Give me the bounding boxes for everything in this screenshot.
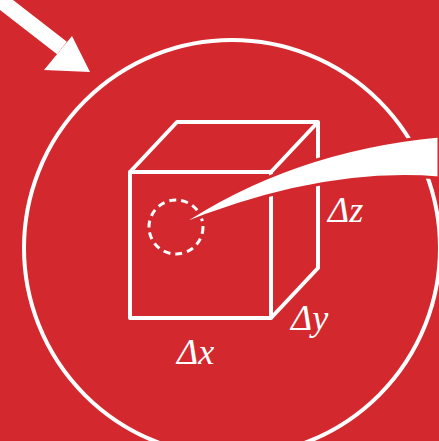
pointer-arrow — [0, 0, 90, 72]
dimension-label: Δz — [328, 192, 363, 228]
swoosh — [176, 136, 439, 227]
zoom-circle — [24, 40, 439, 441]
dimension-label: Δy — [291, 300, 328, 336]
volume-cube — [130, 122, 318, 318]
dimension-label: Δx — [177, 334, 214, 370]
